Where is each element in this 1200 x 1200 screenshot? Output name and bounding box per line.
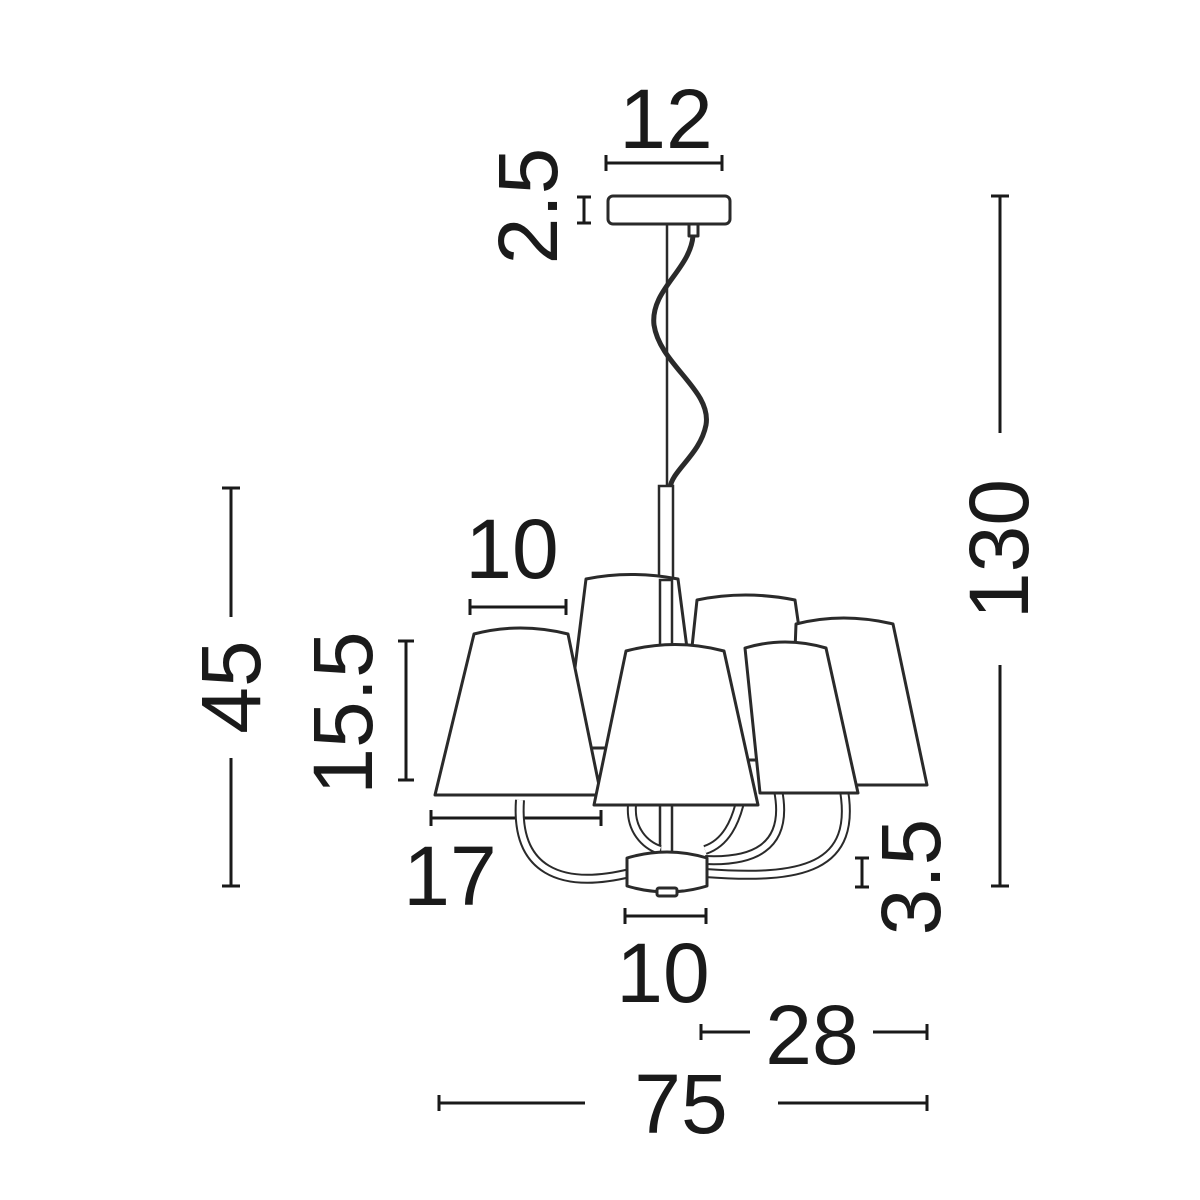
ceiling-canopy [606,194,732,226]
dim-line-shade-bottom [699,1024,929,1040]
lamp-shade-left [433,626,603,797]
dim-line-shade-height [398,639,414,782]
dim-line-body-height [222,486,240,888]
label-shade-bottom: 28 [765,988,858,1082]
dim-line-hub-height [855,856,869,889]
label-hub-diameter: 10 [616,926,709,1020]
label-hub-height: 3.5 [864,819,958,936]
cable-connector [687,222,700,238]
label-body-height: 45 [184,640,278,733]
dim-line-canopy-height [577,195,591,225]
power-cable [651,235,709,489]
label-canopy-width: 12 [619,72,712,166]
dim-line-total-height [991,194,1009,888]
label-arm-length: 17 [403,829,496,923]
lamp-shade-front-right [743,640,860,795]
dim-line-hub-diameter [623,908,708,924]
lamp-shade-front-center [592,643,760,807]
label-total-height: 130 [952,479,1046,619]
dim-line-canopy-width [604,155,724,171]
label-canopy-height: 2.5 [481,148,575,265]
label-shade-height: 15.5 [296,631,390,795]
center-hub [625,850,709,894]
dim-line-total-diameter [437,1095,929,1111]
label-total-diameter: 75 [634,1057,727,1151]
rod-sleeve [657,484,675,588]
hub-finial [655,886,679,898]
label-shade-top: 10 [465,502,558,596]
dim-line-shade-top [468,599,568,615]
